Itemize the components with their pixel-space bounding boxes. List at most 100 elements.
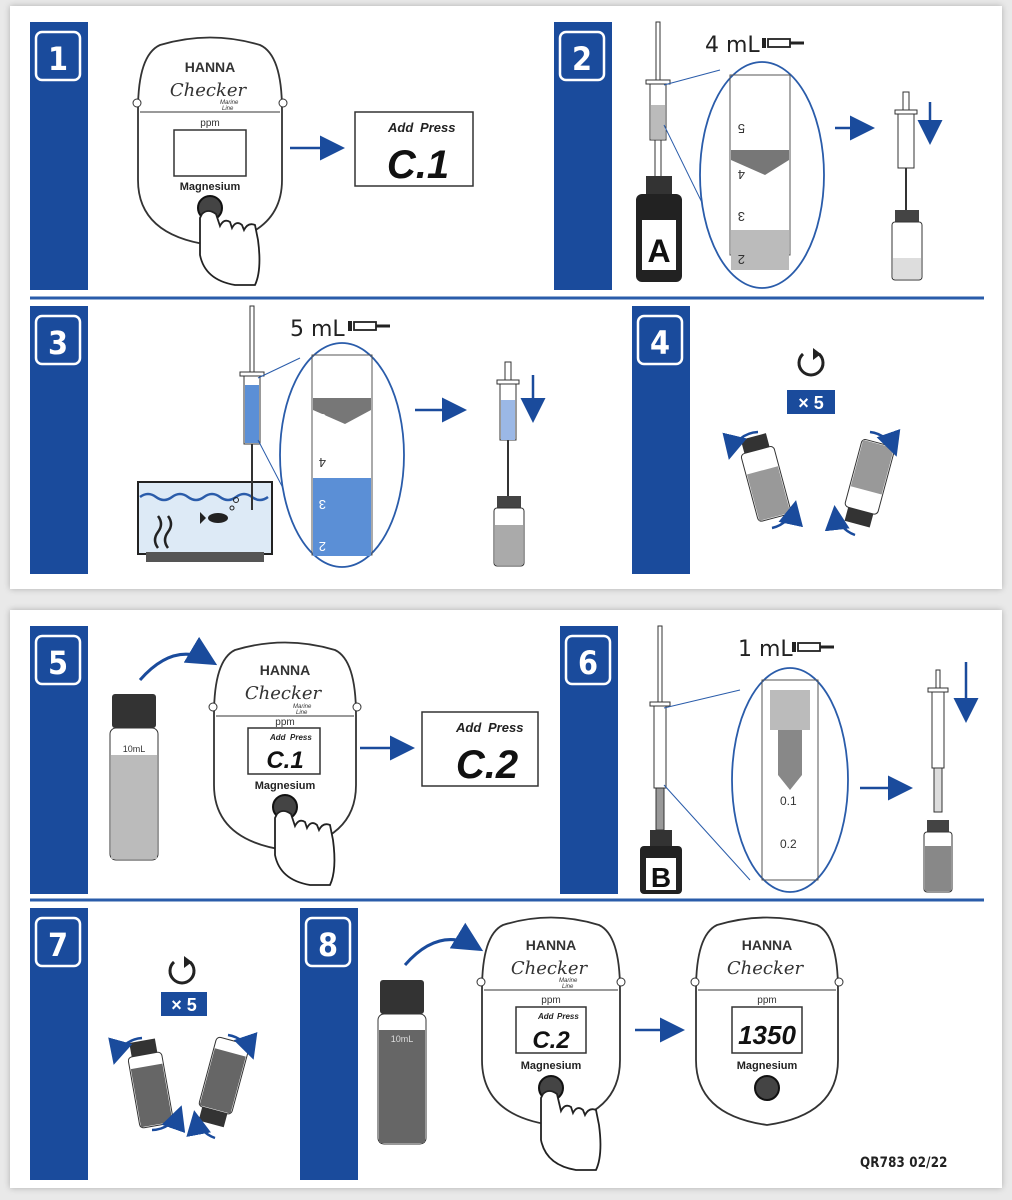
step-bar-2: 2 [554,22,612,290]
svg-text:10mL: 10mL [391,1034,414,1044]
zoom-lens-step3: 5 4 3 2 [279,342,405,568]
meter-screen [173,129,247,177]
scale-mark: 4 [738,167,745,182]
meter-line2: Line [222,106,234,112]
svg-text:Checker: Checker [245,683,323,704]
meter-result: HANNA Checker ppm 1350 Magnesium [690,916,844,1126]
scale-mark: 4 [319,455,326,470]
svg-text:Checker: Checker [727,958,805,979]
svg-text:ppm: ppm [757,995,776,1006]
step-number-3: 3 [48,324,68,362]
syringe-into-vial-step6 [923,669,953,893]
svg-text:Magnesium: Magnesium [521,1060,582,1072]
repeat-badge [161,992,207,1016]
zoom-lens-step6: 0.1 0.2 [731,667,849,893]
step-number-8: 8 [318,926,338,964]
reagent-bottle-a: A [636,176,682,282]
volume-label-step6: 1 mL [738,637,793,662]
svg-text:Add: Add [269,733,287,742]
aquarium-tank [137,481,273,562]
reagent-a-label: A [647,233,670,269]
sample-vial-step5: 10mL [109,694,159,861]
scale-mark: 2 [738,252,745,267]
step-number-2: 2 [572,40,592,78]
step-bar-8: 8 [300,908,358,1180]
syringe-icon [792,642,834,652]
svg-text:HANNA: HANNA [260,662,311,678]
repeat-count: × 5 [171,995,197,1015]
reagent-b-label: B [651,862,671,893]
meter-parameter: Magnesium [180,181,241,193]
meter-brand: HANNA [185,59,236,75]
repeat-count: × 5 [798,393,824,413]
svg-text:HANNA: HANNA [742,937,793,953]
result-value: 1350 [738,1020,796,1050]
svg-text:Press: Press [557,1012,579,1021]
display-add: Add [387,120,414,135]
meter-model: Checker [170,80,248,101]
step-number-7: 7 [48,926,68,964]
vial-shake-right [198,1036,250,1128]
step-bar-3: 3 [30,306,88,574]
svg-text:Line: Line [562,984,574,990]
display-press: Press [420,120,455,135]
vial-shake-left [740,433,792,522]
svg-text:ppm: ppm [541,995,560,1006]
volume-label-step3: 5 mL [290,317,345,342]
svg-text:Press: Press [290,733,312,742]
meter-step8: HANNA Checker Marine Line ppm Add Press … [476,916,626,1171]
vial-mark: 10mL [123,744,146,754]
step-number-5: 5 [48,644,68,682]
syringe-into-vial-step2 [891,91,923,281]
syringe-step3 [239,305,265,510]
vial-shake-left [127,1038,174,1129]
finger-press-icon [540,1090,602,1171]
step-bar-7: 7 [30,908,88,1180]
svg-text:Line: Line [296,710,308,716]
fish-icon [208,513,228,523]
meter-unit: ppm [200,118,219,129]
syringe-icon [762,38,804,48]
finger-press-icon [199,210,261,286]
syringe-step2 [645,21,671,181]
scale-mark: 0.2 [780,837,797,851]
rotate-icon [168,954,196,985]
rotate-icon [797,346,825,377]
svg-text:Press: Press [488,720,523,735]
step-number-1: 1 [48,40,68,78]
svg-text:Marine: Marine [293,704,312,710]
svg-text:C.2: C.2 [532,1027,570,1054]
svg-text:Add: Add [537,1012,555,1021]
scale-mark: 5 [738,121,745,136]
repeat-badge [787,390,835,414]
syringe-into-vial-step3 [493,361,525,567]
insert-arrow-icon [138,636,218,681]
scale-mark: 0.1 [780,794,797,808]
scale-mark: 3 [738,209,745,224]
display-code-c1: C.1 [387,143,449,187]
step-number-6: 6 [578,644,598,682]
vial-shake-right [844,439,895,528]
lcd-display-c2: Add Press C.2 [421,711,539,787]
svg-text:C.1: C.1 [266,747,303,774]
scale-mark: 5 [319,411,326,426]
step-bar-6: 6 [560,626,618,894]
scale-mark: 2 [319,539,326,554]
svg-text:HANNA: HANNA [526,937,577,953]
step-bar-1: 1 [30,22,88,290]
finger-press-icon [274,810,336,886]
meter-button[interactable] [754,1075,780,1101]
lcd-display-c1: Add Press C.1 [354,111,474,187]
zoom-lens-step2: 5 4 3 2 [699,61,825,289]
svg-text:Magnesium: Magnesium [255,780,316,792]
volume-label-step2: 4 mL [705,33,760,58]
step-bar-4: 4 [632,306,690,574]
svg-text:Magnesium: Magnesium [737,1060,798,1072]
meter-step1: HANNA Checker Marine Line ppm Magnesium [132,36,288,286]
scale-mark: 3 [319,497,326,512]
syringe-step6 [649,625,671,831]
reagent-bottle-b: B [640,830,682,894]
meter-step5: HANNA Checker Marine Line ppm Add Press … [208,641,362,886]
syringe-icon [348,321,390,331]
